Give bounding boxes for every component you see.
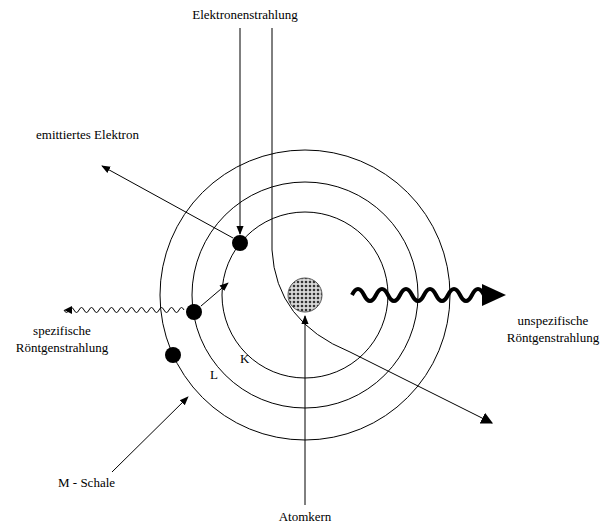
transition-arrow bbox=[201, 283, 228, 306]
leader-arrow bbox=[305, 316, 306, 505]
shell-label: M - Schale bbox=[58, 474, 168, 491]
electron bbox=[232, 235, 248, 251]
beam-arrow bbox=[240, 28, 241, 234]
nucleus-label: Atomkern bbox=[245, 508, 365, 525]
shell-letter: K bbox=[240, 350, 260, 367]
leader-arrow bbox=[112, 397, 188, 472]
beam-label: Elektronenstrahlung bbox=[170, 6, 320, 23]
unspecific-label: unspezifische Röntgenstrahlung bbox=[502, 312, 604, 346]
electron bbox=[165, 347, 181, 363]
nucleus bbox=[288, 278, 322, 312]
emitted-label: emittiertes Elektron bbox=[36, 126, 196, 143]
specific-wave bbox=[64, 308, 184, 313]
shell-letter: L bbox=[210, 366, 230, 383]
emitted-arrow bbox=[102, 166, 233, 238]
specific-head bbox=[64, 306, 72, 314]
unspecific-wave bbox=[352, 289, 484, 301]
electron bbox=[186, 304, 202, 320]
unspecific-head bbox=[482, 284, 506, 306]
specific-label: spezifische Röntgenstrahlung bbox=[6, 322, 118, 356]
